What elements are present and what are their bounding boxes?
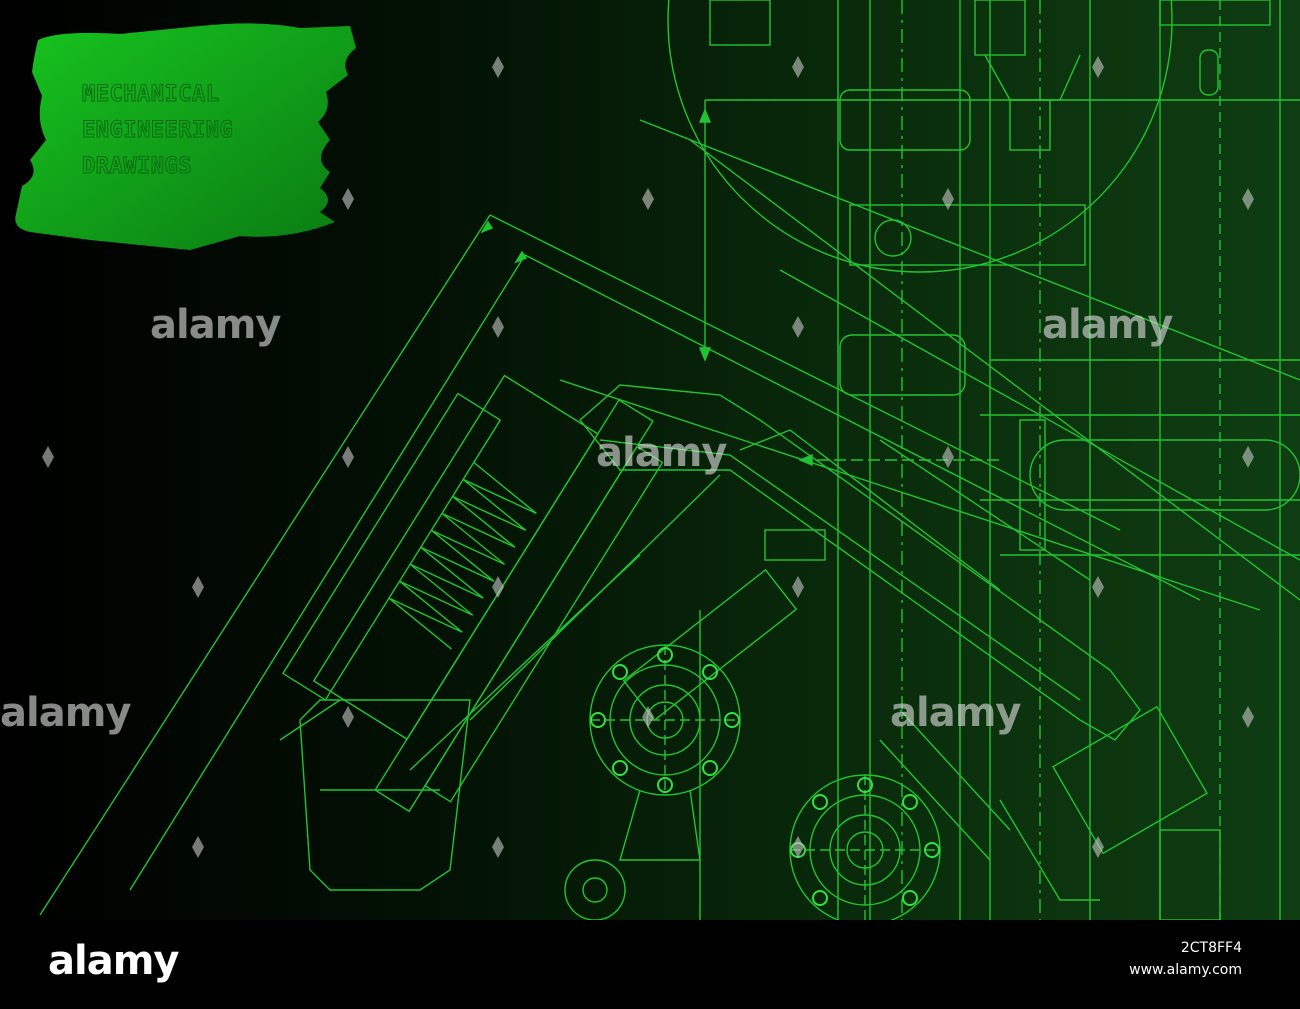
diamond-icon: [942, 446, 954, 468]
diamond-icon: [1242, 706, 1254, 728]
alamy-watermark: alamy: [0, 690, 131, 736]
drawing-lines: [39, 0, 1300, 920]
image-id-label: 2CT8FF4: [1180, 940, 1242, 956]
diamond-icon: [42, 446, 54, 468]
stock-footer-bar: alamy 2CT8FF4 www.alamy.com: [0, 920, 1300, 1009]
site-url-label: www.alamy.com: [1129, 962, 1242, 978]
diamond-icon: [642, 706, 654, 728]
diamond-icon: [342, 188, 354, 210]
diamond-icon: [492, 836, 504, 858]
diamond-icon: [792, 316, 804, 338]
diamond-icon: [792, 56, 804, 78]
title-line-3: DRAWINGS: [82, 154, 192, 179]
title-badge: [15, 23, 356, 250]
diamond-icon: [492, 576, 504, 598]
alamy-watermark: alamy: [150, 302, 281, 348]
diamond-icon: [1092, 576, 1104, 598]
alamy-watermark: alamy: [596, 430, 727, 476]
flange-bolts: [590, 647, 940, 906]
alamy-watermark: alamy: [890, 690, 1021, 736]
diamond-icon: [492, 316, 504, 338]
diamond-icon: [942, 188, 954, 210]
diamond-icon: [342, 706, 354, 728]
diamond-icon: [342, 446, 354, 468]
alamy-logo: alamy: [48, 938, 179, 984]
diamond-icon: [192, 576, 204, 598]
title-text: MECHANICAL ENGINEERING DRAWINGS: [82, 82, 234, 180]
diamond-icon: [792, 836, 804, 858]
diamond-icon: [1242, 188, 1254, 210]
engineering-drawing: MECHANICAL ENGINEERING DRAWINGS: [15, 0, 1300, 920]
diamond-icon: [492, 56, 504, 78]
diamond-icon: [642, 188, 654, 210]
diamond-icon: [1092, 836, 1104, 858]
title-line-2: ENGINEERING: [82, 118, 233, 143]
diamond-icon: [192, 836, 204, 858]
diamond-icon: [1242, 446, 1254, 468]
diamond-icon: [1092, 56, 1104, 78]
diamond-icon: [792, 576, 804, 598]
alamy-watermark: alamy: [1042, 302, 1173, 348]
blueprint-artwork: MECHANICAL ENGINEERING DRAWINGS: [0, 0, 1300, 920]
title-line-1: MECHANICAL: [82, 82, 219, 107]
